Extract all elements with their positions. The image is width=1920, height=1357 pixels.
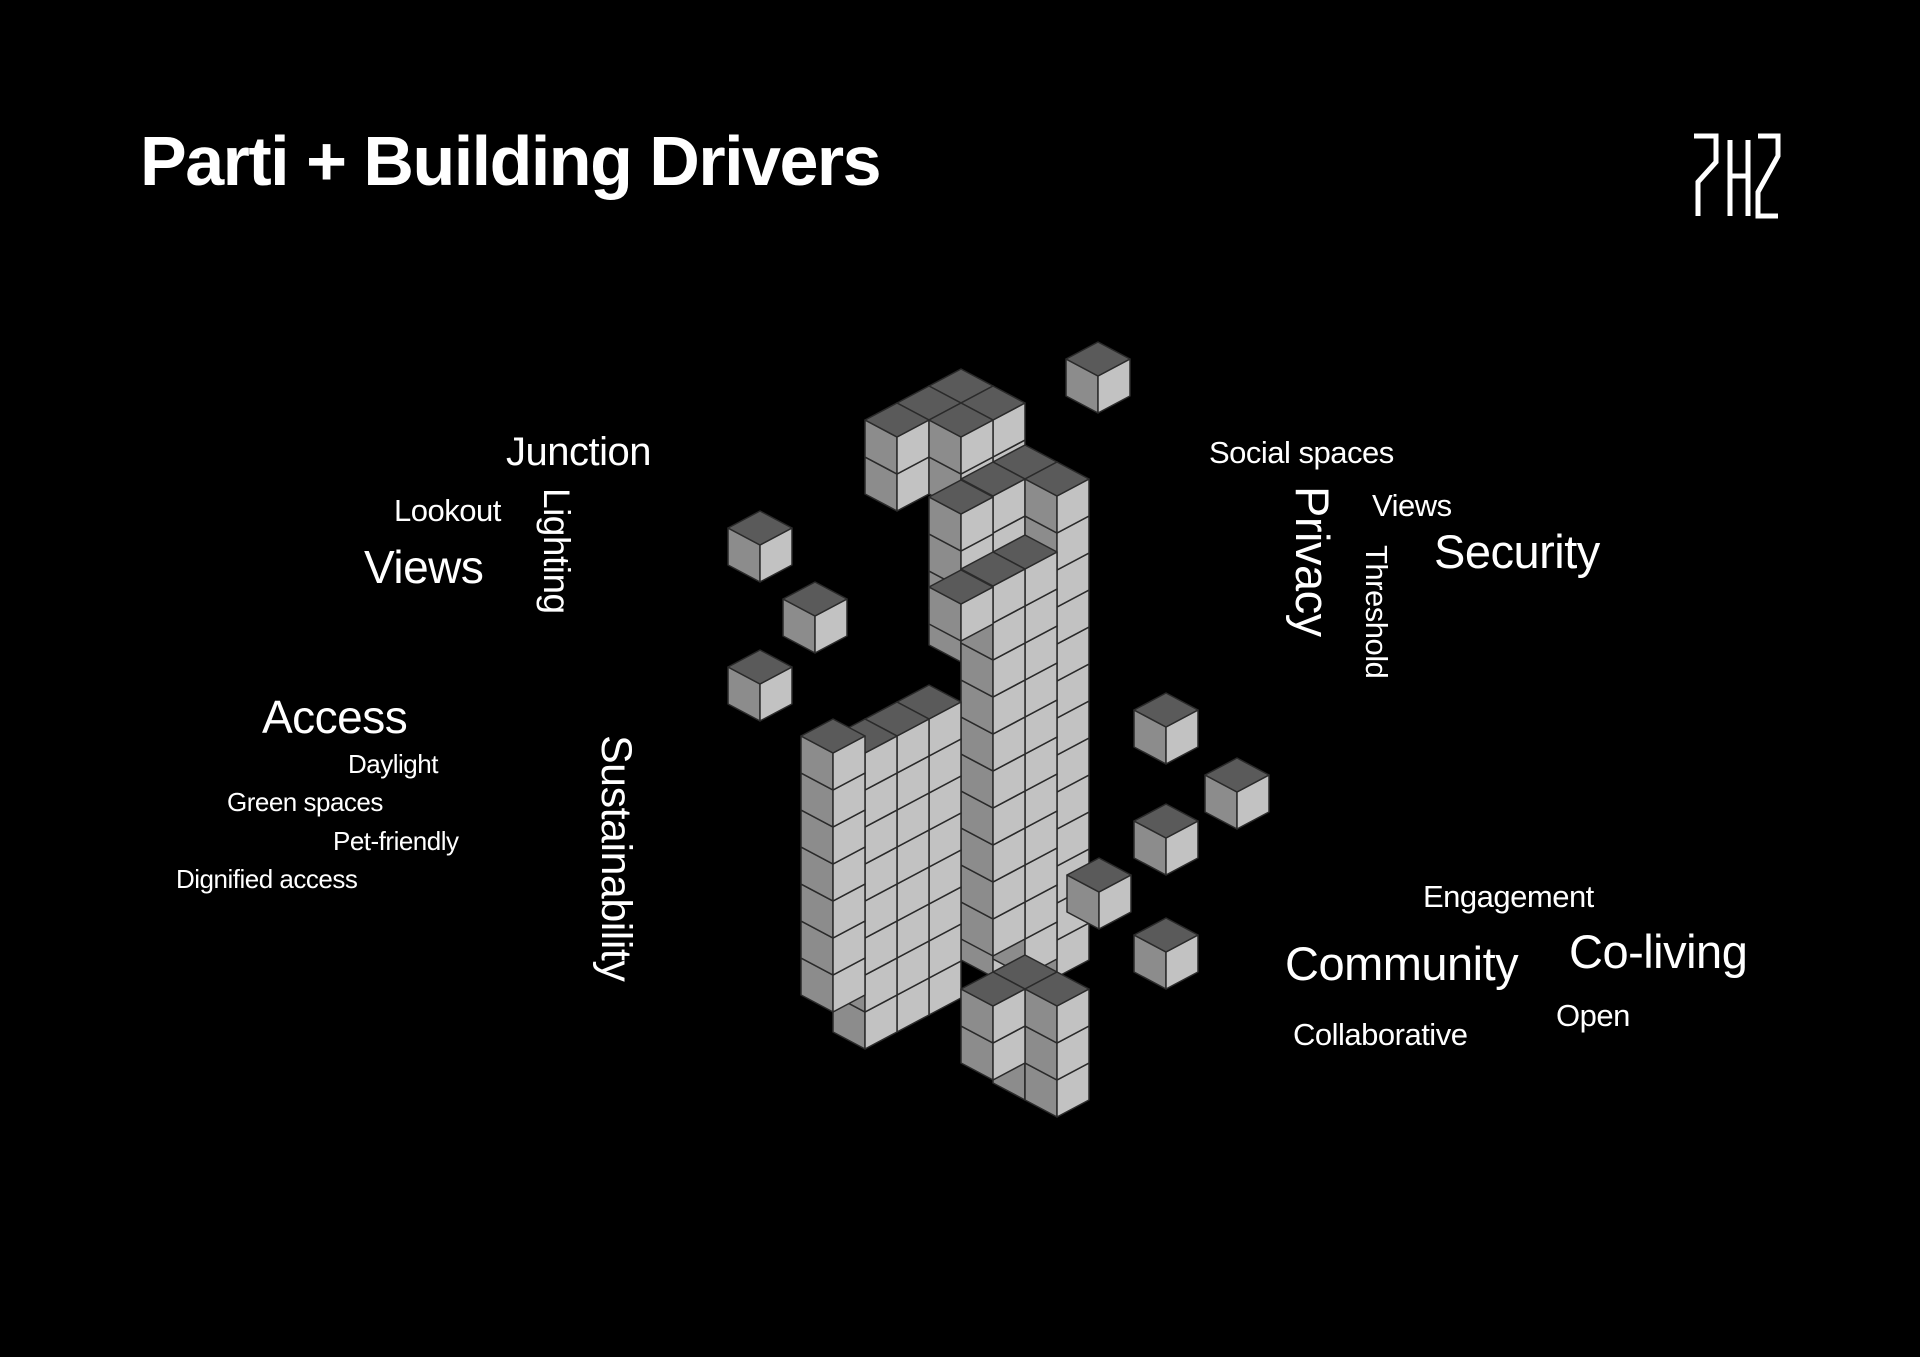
label-privacy: Privacy <box>1286 486 1339 637</box>
massing-cube-col16-row1 <box>800 718 866 791</box>
massing-cube-col12-row1 <box>928 569 994 642</box>
massing-cube-col9-row1 <box>928 479 994 552</box>
label-junction: Junction <box>506 430 651 474</box>
floating-cube-6 <box>1204 757 1270 830</box>
label-security: Security <box>1434 525 1600 578</box>
label-co-living: Co-living <box>1569 925 1748 978</box>
floating-cube-4 <box>727 649 793 722</box>
floating-cube-9 <box>1133 917 1199 990</box>
page-title: Parti + Building Drivers <box>140 122 882 200</box>
label-lighting: Lighting <box>536 488 577 614</box>
label-pet-friendly: Pet-friendly <box>333 826 459 856</box>
floating-cube-5 <box>1133 692 1199 765</box>
floating-cube-8 <box>1066 857 1132 930</box>
label-community: Community <box>1285 937 1519 990</box>
label-collaborative: Collaborative <box>1293 1017 1468 1052</box>
label-views-left: Views <box>364 541 484 593</box>
label-social-spaces: Social spaces <box>1209 435 1394 470</box>
label-dignified-access: Dignified access <box>176 864 358 894</box>
label-views-right: Views <box>1372 488 1452 523</box>
massing-cube-col8-row1 <box>1024 461 1090 534</box>
floating-cube-2 <box>727 510 793 583</box>
floating-cube-1 <box>1065 341 1131 414</box>
label-engagement: Engagement <box>1423 879 1594 914</box>
massing-cube-col5-row1 <box>928 402 994 475</box>
label-daylight: Daylight <box>348 749 438 779</box>
label-threshold: Threshold <box>1359 545 1394 679</box>
massing-cube-col19-row1 <box>960 971 1026 1044</box>
massing-cube-col4-row1 <box>864 402 930 475</box>
label-access: Access <box>262 691 408 743</box>
massing-cube-col18-row1 <box>1024 971 1090 1044</box>
label-sustainability: Sustainability <box>592 735 640 982</box>
label-lookout: Lookout <box>394 493 501 528</box>
label-green-spaces: Green spaces <box>227 787 383 817</box>
floating-cube-3 <box>782 581 848 654</box>
label-open: Open <box>1556 998 1630 1033</box>
floating-cube-7 <box>1133 803 1199 876</box>
brand-logo <box>1694 133 1781 219</box>
